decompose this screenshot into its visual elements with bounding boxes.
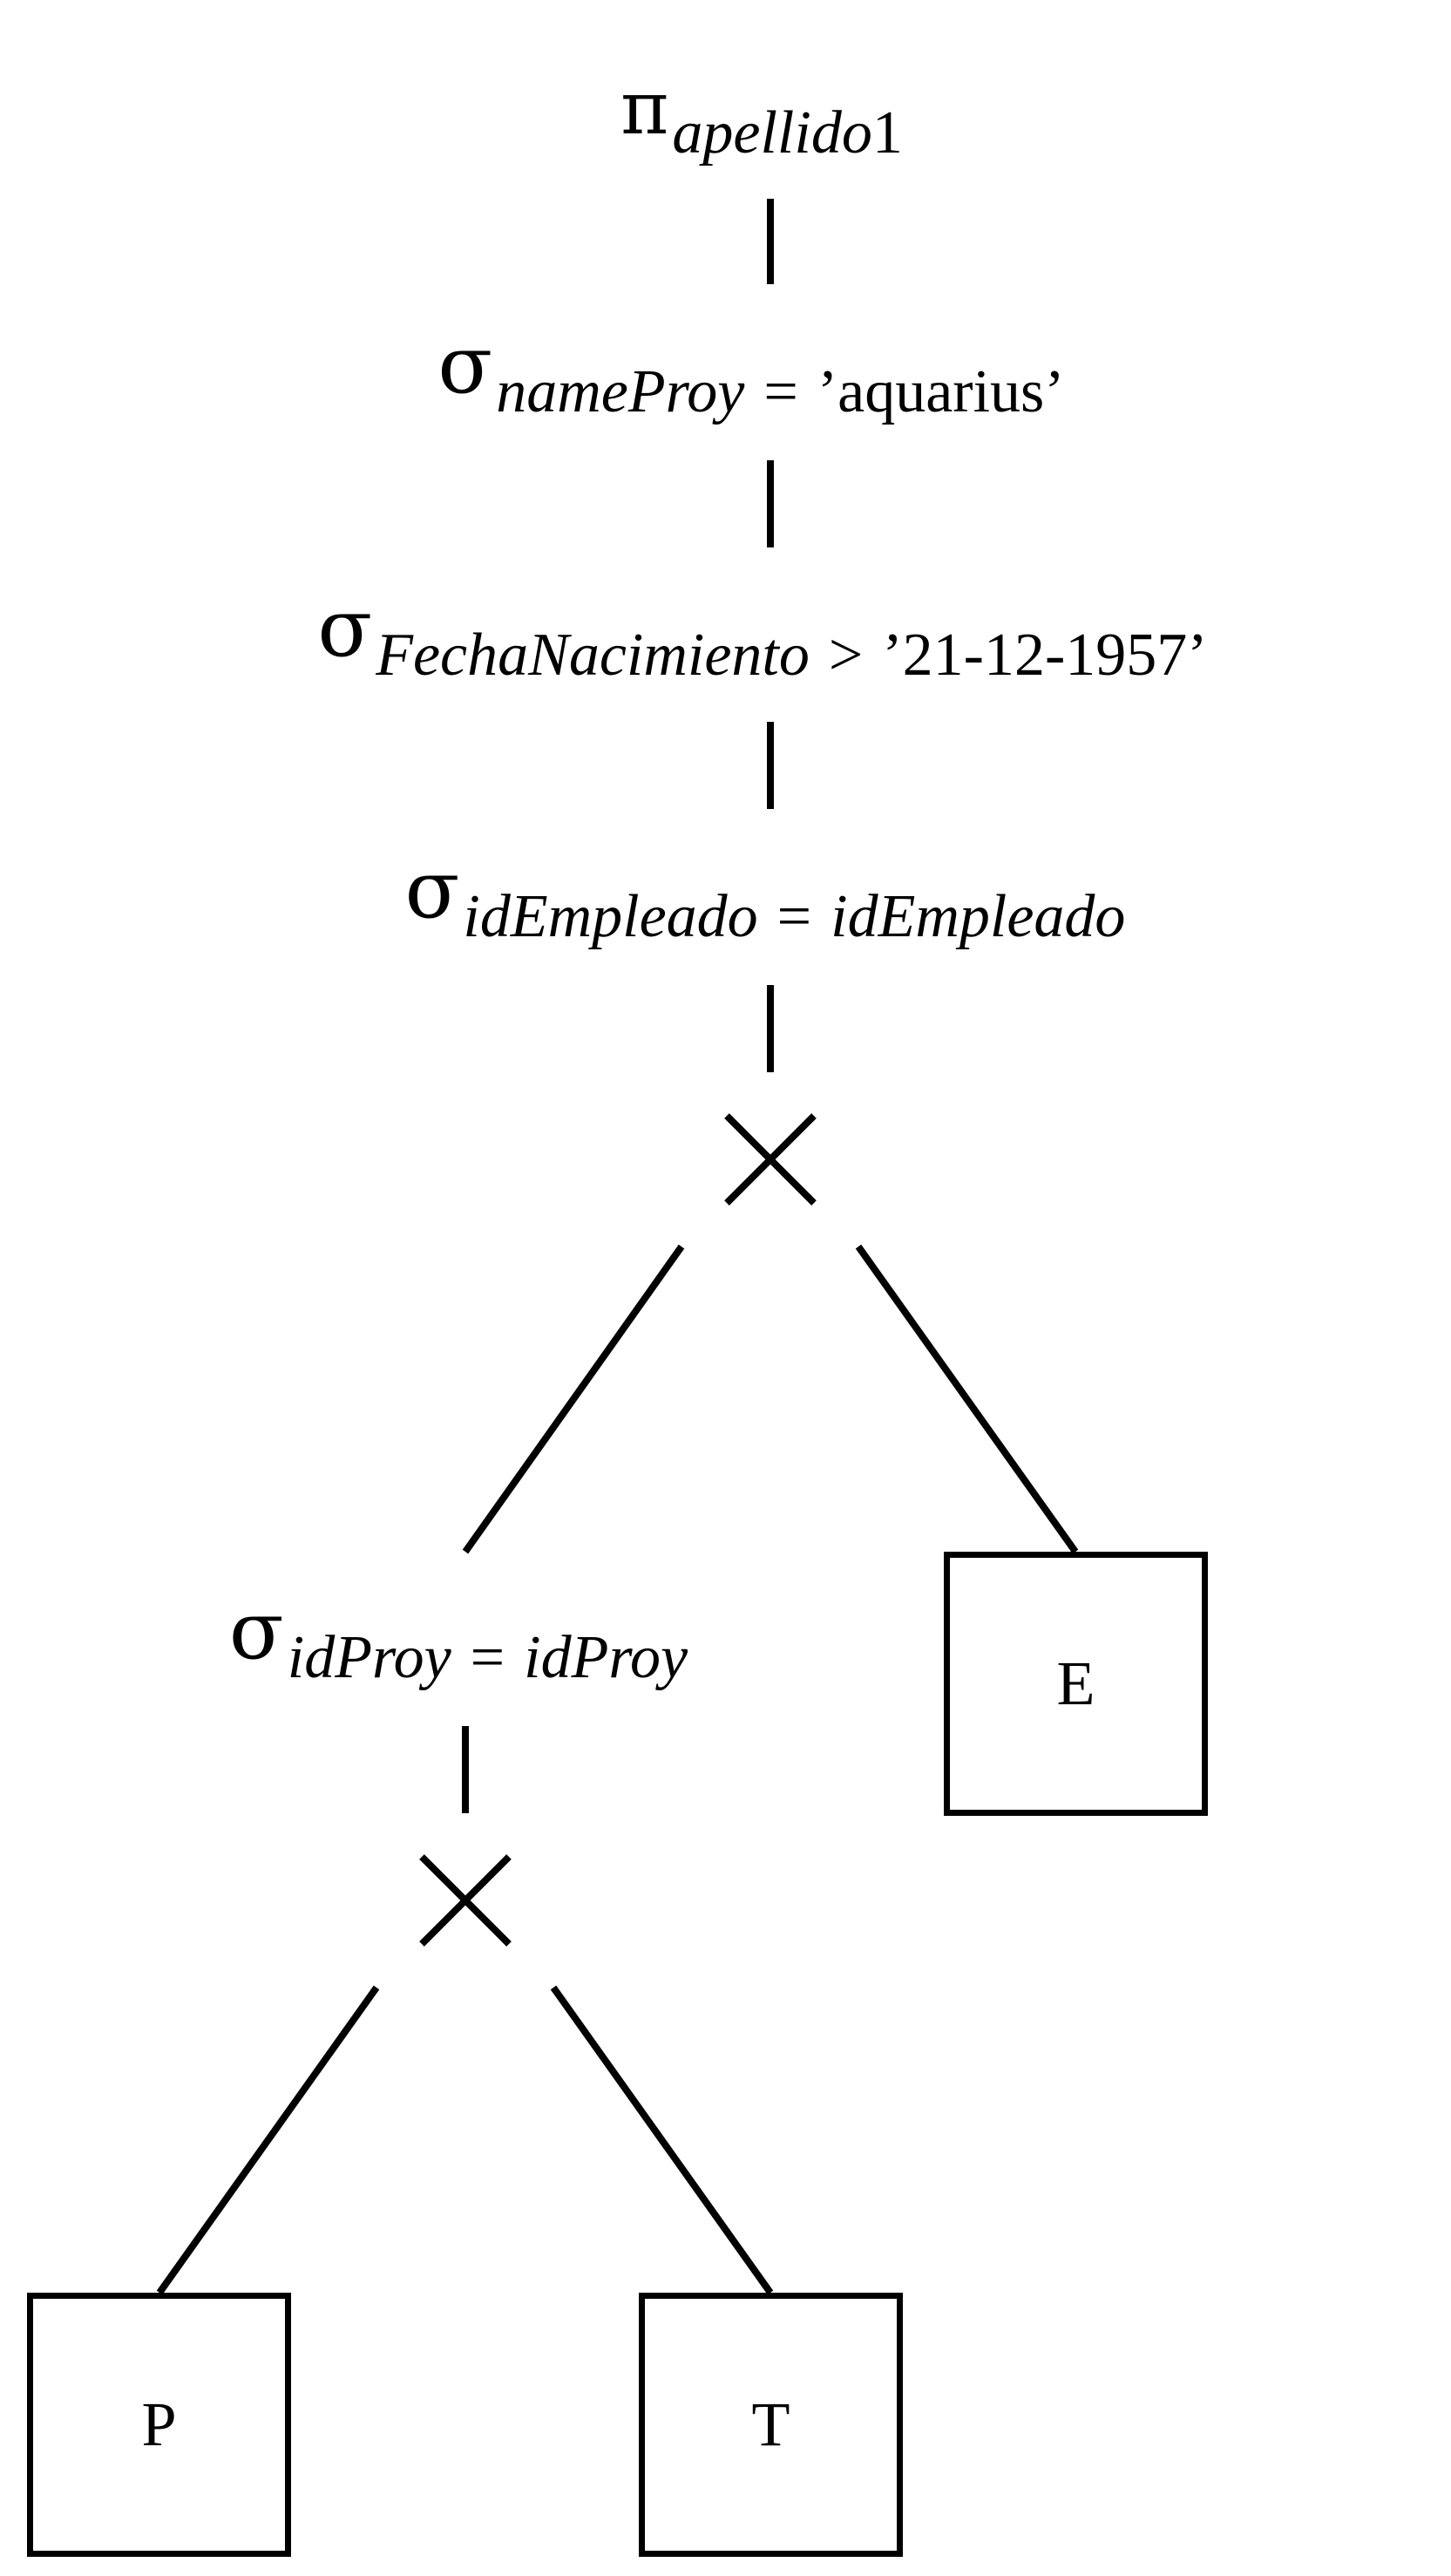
cross-bottom-stroke-b: [419, 1854, 512, 1947]
select-project-node: σnameProy=’aquarius’: [437, 325, 1064, 423]
edge-cross-bottom-relation-p: [156, 1985, 380, 2295]
select-date-condition: FechaNacimiento>’21-12-1957’: [376, 622, 1208, 689]
select-employee-condition: idEmpleado=idEmpleado: [463, 883, 1126, 950]
select-project-condition: nameProy=’aquarius’: [496, 358, 1065, 425]
projection-node: πapellido1: [620, 71, 903, 164]
pi-operator: π: [620, 65, 669, 151]
projection-attribute: apellido1: [672, 99, 903, 167]
select-date-node: σFechaNacimiento>’21-12-1957’: [317, 588, 1207, 686]
select-proy-node: σidProy=idProy: [229, 1591, 688, 1689]
edge-cross-top-relation-e: [855, 1244, 1079, 1554]
cross-top-stroke-b: [724, 1113, 817, 1206]
sigma-operator: σ: [404, 843, 460, 936]
sigma-operator: σ: [228, 1584, 284, 1677]
edge-cross-top-select-proy: [462, 1244, 685, 1554]
relation-t-box: T: [639, 2293, 903, 2557]
sigma-operator: σ: [437, 318, 493, 411]
relation-t-label: T: [751, 2389, 790, 2459]
relation-p-label: P: [141, 2389, 177, 2459]
relation-e-box: E: [944, 1552, 1208, 1816]
select-proy-condition: idProy=idProy: [287, 1624, 688, 1691]
sigma-operator: σ: [317, 581, 373, 675]
select-employee-node: σidEmpleado=idEmpleado: [405, 850, 1126, 948]
edge-cross-bottom-relation-t: [550, 1985, 774, 2295]
relation-p-box: P: [27, 2293, 291, 2557]
relation-e-label: E: [1056, 1648, 1095, 1718]
